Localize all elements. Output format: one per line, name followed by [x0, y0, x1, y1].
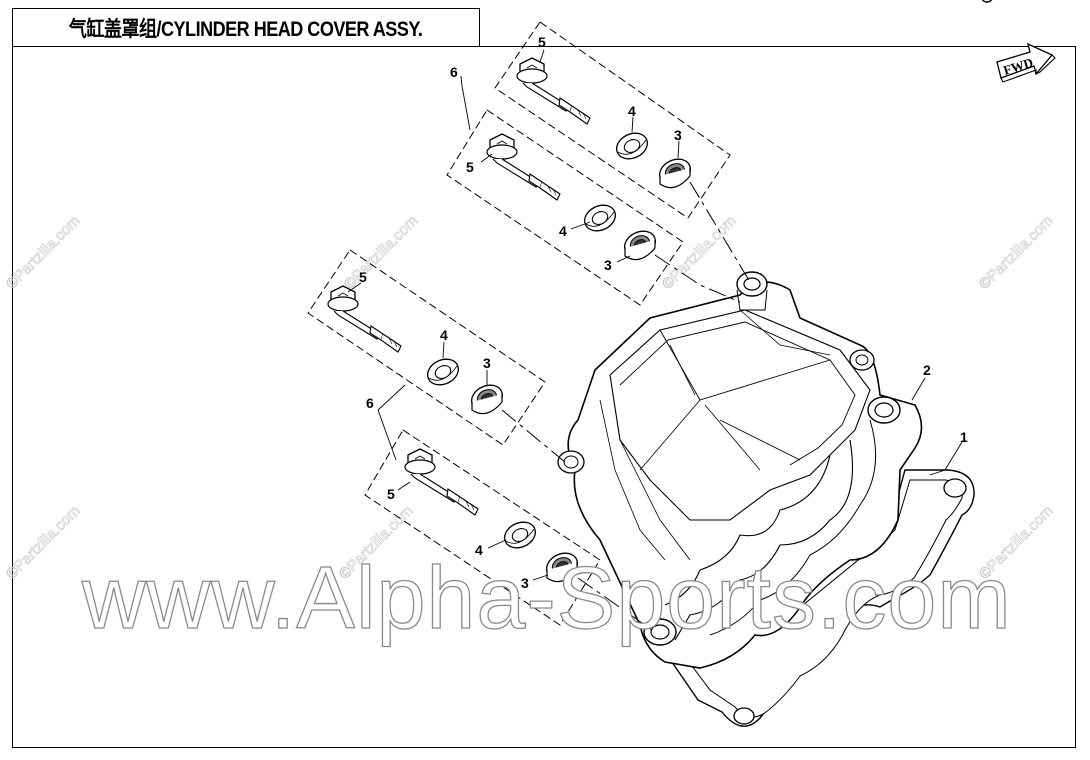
- callout-5: 5: [466, 159, 474, 175]
- kit-box-1: [494, 21, 731, 219]
- dot-grid-background: [14, 48, 1074, 746]
- diagram-title: 气缸盖罩组/CYLINDER HEAD COVER ASSY.: [69, 17, 423, 41]
- callout-4: 4: [475, 542, 483, 558]
- cylinder-head-cover-part-2: [557, 271, 923, 669]
- registered-mark-icon: [981, 0, 993, 3]
- callout-2: 2: [923, 362, 931, 378]
- kit-box-3: [307, 249, 546, 446]
- callout-4: 4: [628, 103, 636, 119]
- title-box: 气缸盖罩组/CYLINDER HEAD COVER ASSY.: [12, 8, 480, 46]
- assembly-centerlines: [501, 181, 751, 631]
- callout-4: 4: [440, 327, 448, 343]
- alpha-sports-watermark: www.Alpha-Sports.com: [81, 548, 1012, 647]
- callout-3: 3: [483, 355, 491, 371]
- callout-3: 3: [604, 257, 612, 273]
- callout-leader-lines: [347, 49, 963, 581]
- callout-5: 5: [538, 34, 546, 50]
- kit-box-4: [364, 429, 601, 626]
- callout-3: 3: [521, 575, 529, 591]
- callout-1: 1: [960, 429, 968, 445]
- callout-4: 4: [559, 223, 567, 239]
- gasket-part-1: [663, 469, 975, 727]
- callout-6: 6: [450, 64, 458, 80]
- callout-3: 3: [674, 127, 682, 143]
- kit-box-2: [446, 109, 684, 306]
- callout-labels: 5 5 5 5 4 4 4 4 3 3 3 3 6 6 2 1: [359, 34, 968, 591]
- callout-5: 5: [359, 269, 367, 285]
- callout-5: 5: [387, 486, 395, 502]
- callout-6: 6: [366, 395, 374, 411]
